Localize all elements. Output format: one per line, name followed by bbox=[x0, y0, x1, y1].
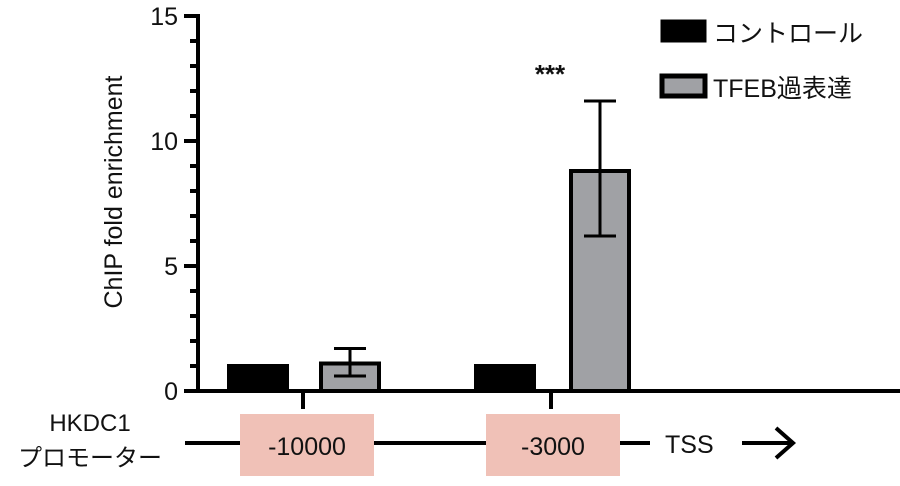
y-tick-label: 15 bbox=[150, 3, 178, 31]
y-axis: 0 5 10 15 bbox=[150, 3, 900, 409]
arrow-right-icon bbox=[742, 426, 797, 460]
region-label-10000: -10000 bbox=[268, 433, 346, 461]
tss-label: TSS bbox=[665, 431, 714, 459]
region-box-10000 bbox=[240, 414, 374, 476]
y-tick-label: 0 bbox=[164, 378, 178, 406]
significance-annotation: *** bbox=[535, 59, 566, 89]
legend-swatch-tfeb bbox=[659, 73, 708, 99]
bar-control-1 bbox=[474, 364, 536, 393]
legend-label-control: コントロール bbox=[713, 20, 863, 48]
legend: コントロール TFEB過表達 bbox=[659, 19, 863, 103]
legend-label-tfeb: TFEB過表達 bbox=[713, 75, 852, 103]
region-label-3000: -3000 bbox=[521, 433, 585, 461]
bar-control-0 bbox=[227, 364, 289, 393]
promoter-label-type: プロモーター bbox=[18, 445, 162, 472]
legend-swatch-control bbox=[660, 19, 707, 43]
y-axis-label: ChIP fold enrichment bbox=[100, 75, 128, 308]
promoter-label-gene: HKDC1 bbox=[49, 410, 130, 437]
bars bbox=[227, 99, 631, 393]
promoter-diagram: HKDC1 プロモーター -10000 -3000 TSS bbox=[18, 410, 797, 476]
y-tick-label: 5 bbox=[164, 253, 178, 281]
region-box-3000 bbox=[486, 414, 620, 476]
y-tick-label: 10 bbox=[150, 128, 178, 156]
